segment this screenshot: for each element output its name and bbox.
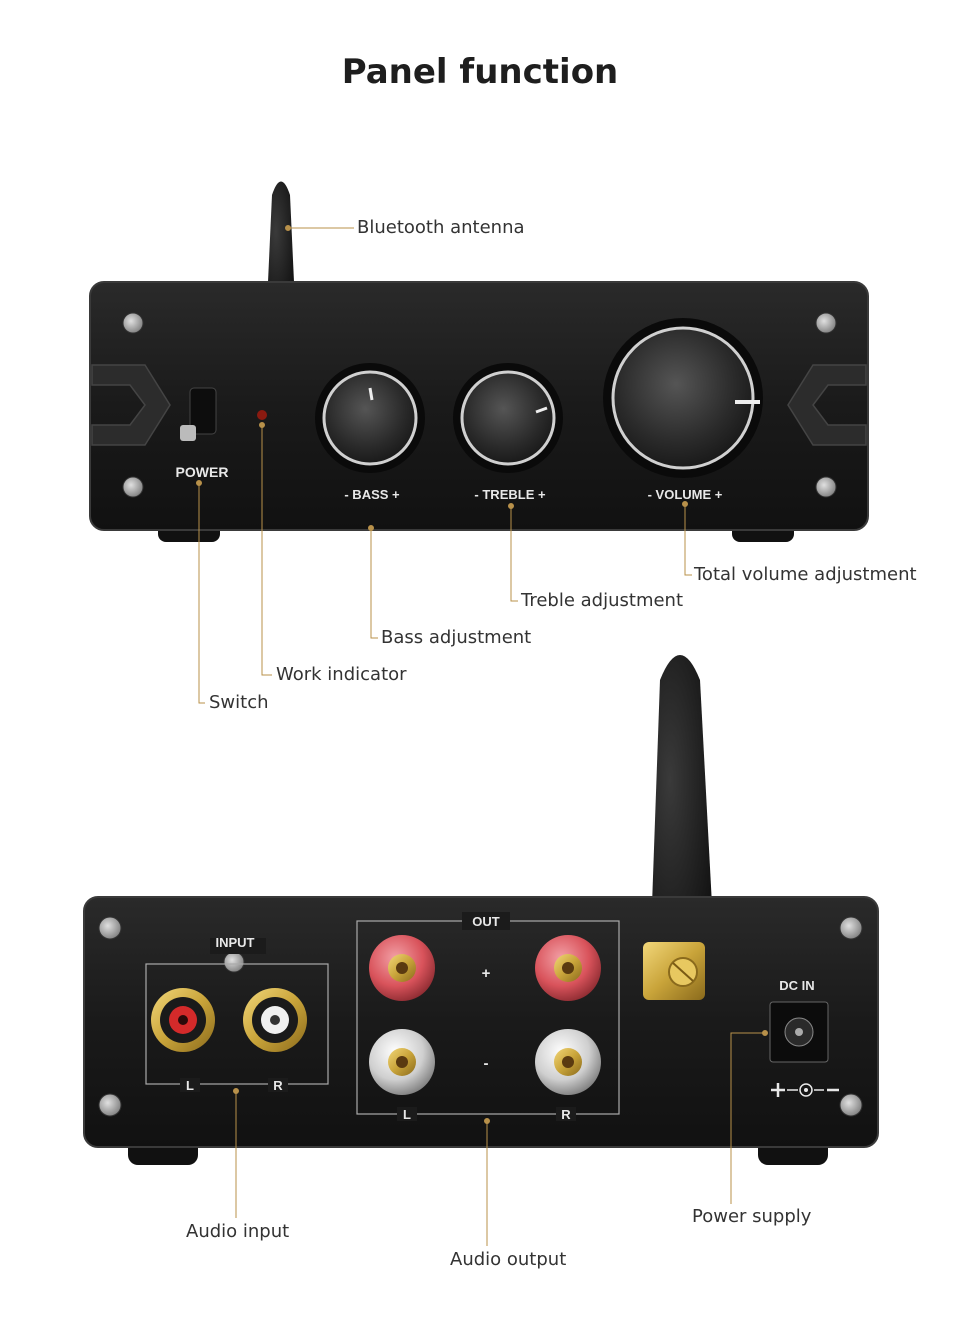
screw-icon bbox=[815, 312, 837, 334]
bass-knob bbox=[322, 370, 418, 466]
callout-bluetooth-antenna: Bluetooth antenna bbox=[357, 217, 525, 238]
callout-audio-output: Audio output bbox=[450, 1249, 567, 1270]
callout-audio-input: Audio input bbox=[186, 1221, 290, 1242]
screw-icon bbox=[122, 476, 144, 498]
treble-label: - TREBLE + bbox=[474, 487, 546, 502]
power-switch-lever bbox=[180, 425, 196, 441]
out-label: OUT bbox=[472, 914, 500, 929]
power-label: POWER bbox=[176, 464, 229, 480]
work-indicator-led bbox=[257, 410, 267, 420]
dc-polarity-icon bbox=[771, 1083, 839, 1097]
out-minus-label: - bbox=[484, 1055, 489, 1072]
front-chevron-right bbox=[787, 364, 867, 446]
input-left-label: L bbox=[186, 1078, 194, 1093]
out-right-label: R bbox=[561, 1107, 571, 1122]
screw-icon bbox=[98, 916, 122, 940]
input-label: INPUT bbox=[216, 935, 255, 950]
front-chevron-left bbox=[91, 364, 171, 446]
power-switch-base bbox=[189, 387, 217, 435]
dc-in-label: DC IN bbox=[779, 978, 814, 993]
out-left-label: L bbox=[403, 1107, 411, 1122]
screw-icon bbox=[839, 916, 863, 940]
bass-label: - BASS + bbox=[344, 487, 400, 502]
callout-work-indicator: Work indicator bbox=[276, 664, 407, 685]
callout-treble: Treble adjustment bbox=[521, 590, 684, 611]
rear-panel: INPUT L R OUT + - L bbox=[83, 655, 879, 1165]
front-panel: POWER - BASS + - TREBLE + - VOLUME + bbox=[89, 181, 869, 542]
volume-label: - VOLUME + bbox=[648, 487, 723, 502]
screw-icon bbox=[815, 476, 837, 498]
callout-bass: Bass adjustment bbox=[381, 627, 532, 648]
callout-total-volume: Total volume adjustment bbox=[694, 564, 917, 585]
treble-knob bbox=[460, 370, 556, 466]
screw-icon bbox=[98, 1093, 122, 1117]
front-antenna bbox=[268, 181, 294, 282]
input-right-label: R bbox=[273, 1078, 283, 1093]
volume-knob bbox=[611, 326, 755, 470]
input-frame bbox=[145, 963, 329, 1085]
screw-icon bbox=[122, 312, 144, 334]
page-title: Panel function bbox=[341, 52, 619, 92]
out-plus-label: + bbox=[482, 965, 491, 982]
leader-lines bbox=[196, 225, 768, 1246]
rear-antenna bbox=[652, 655, 712, 905]
callout-power-supply: Power supply bbox=[692, 1206, 812, 1227]
screw-icon bbox=[839, 1093, 863, 1117]
callout-switch: Switch bbox=[209, 692, 269, 713]
screw-icon bbox=[223, 951, 245, 973]
